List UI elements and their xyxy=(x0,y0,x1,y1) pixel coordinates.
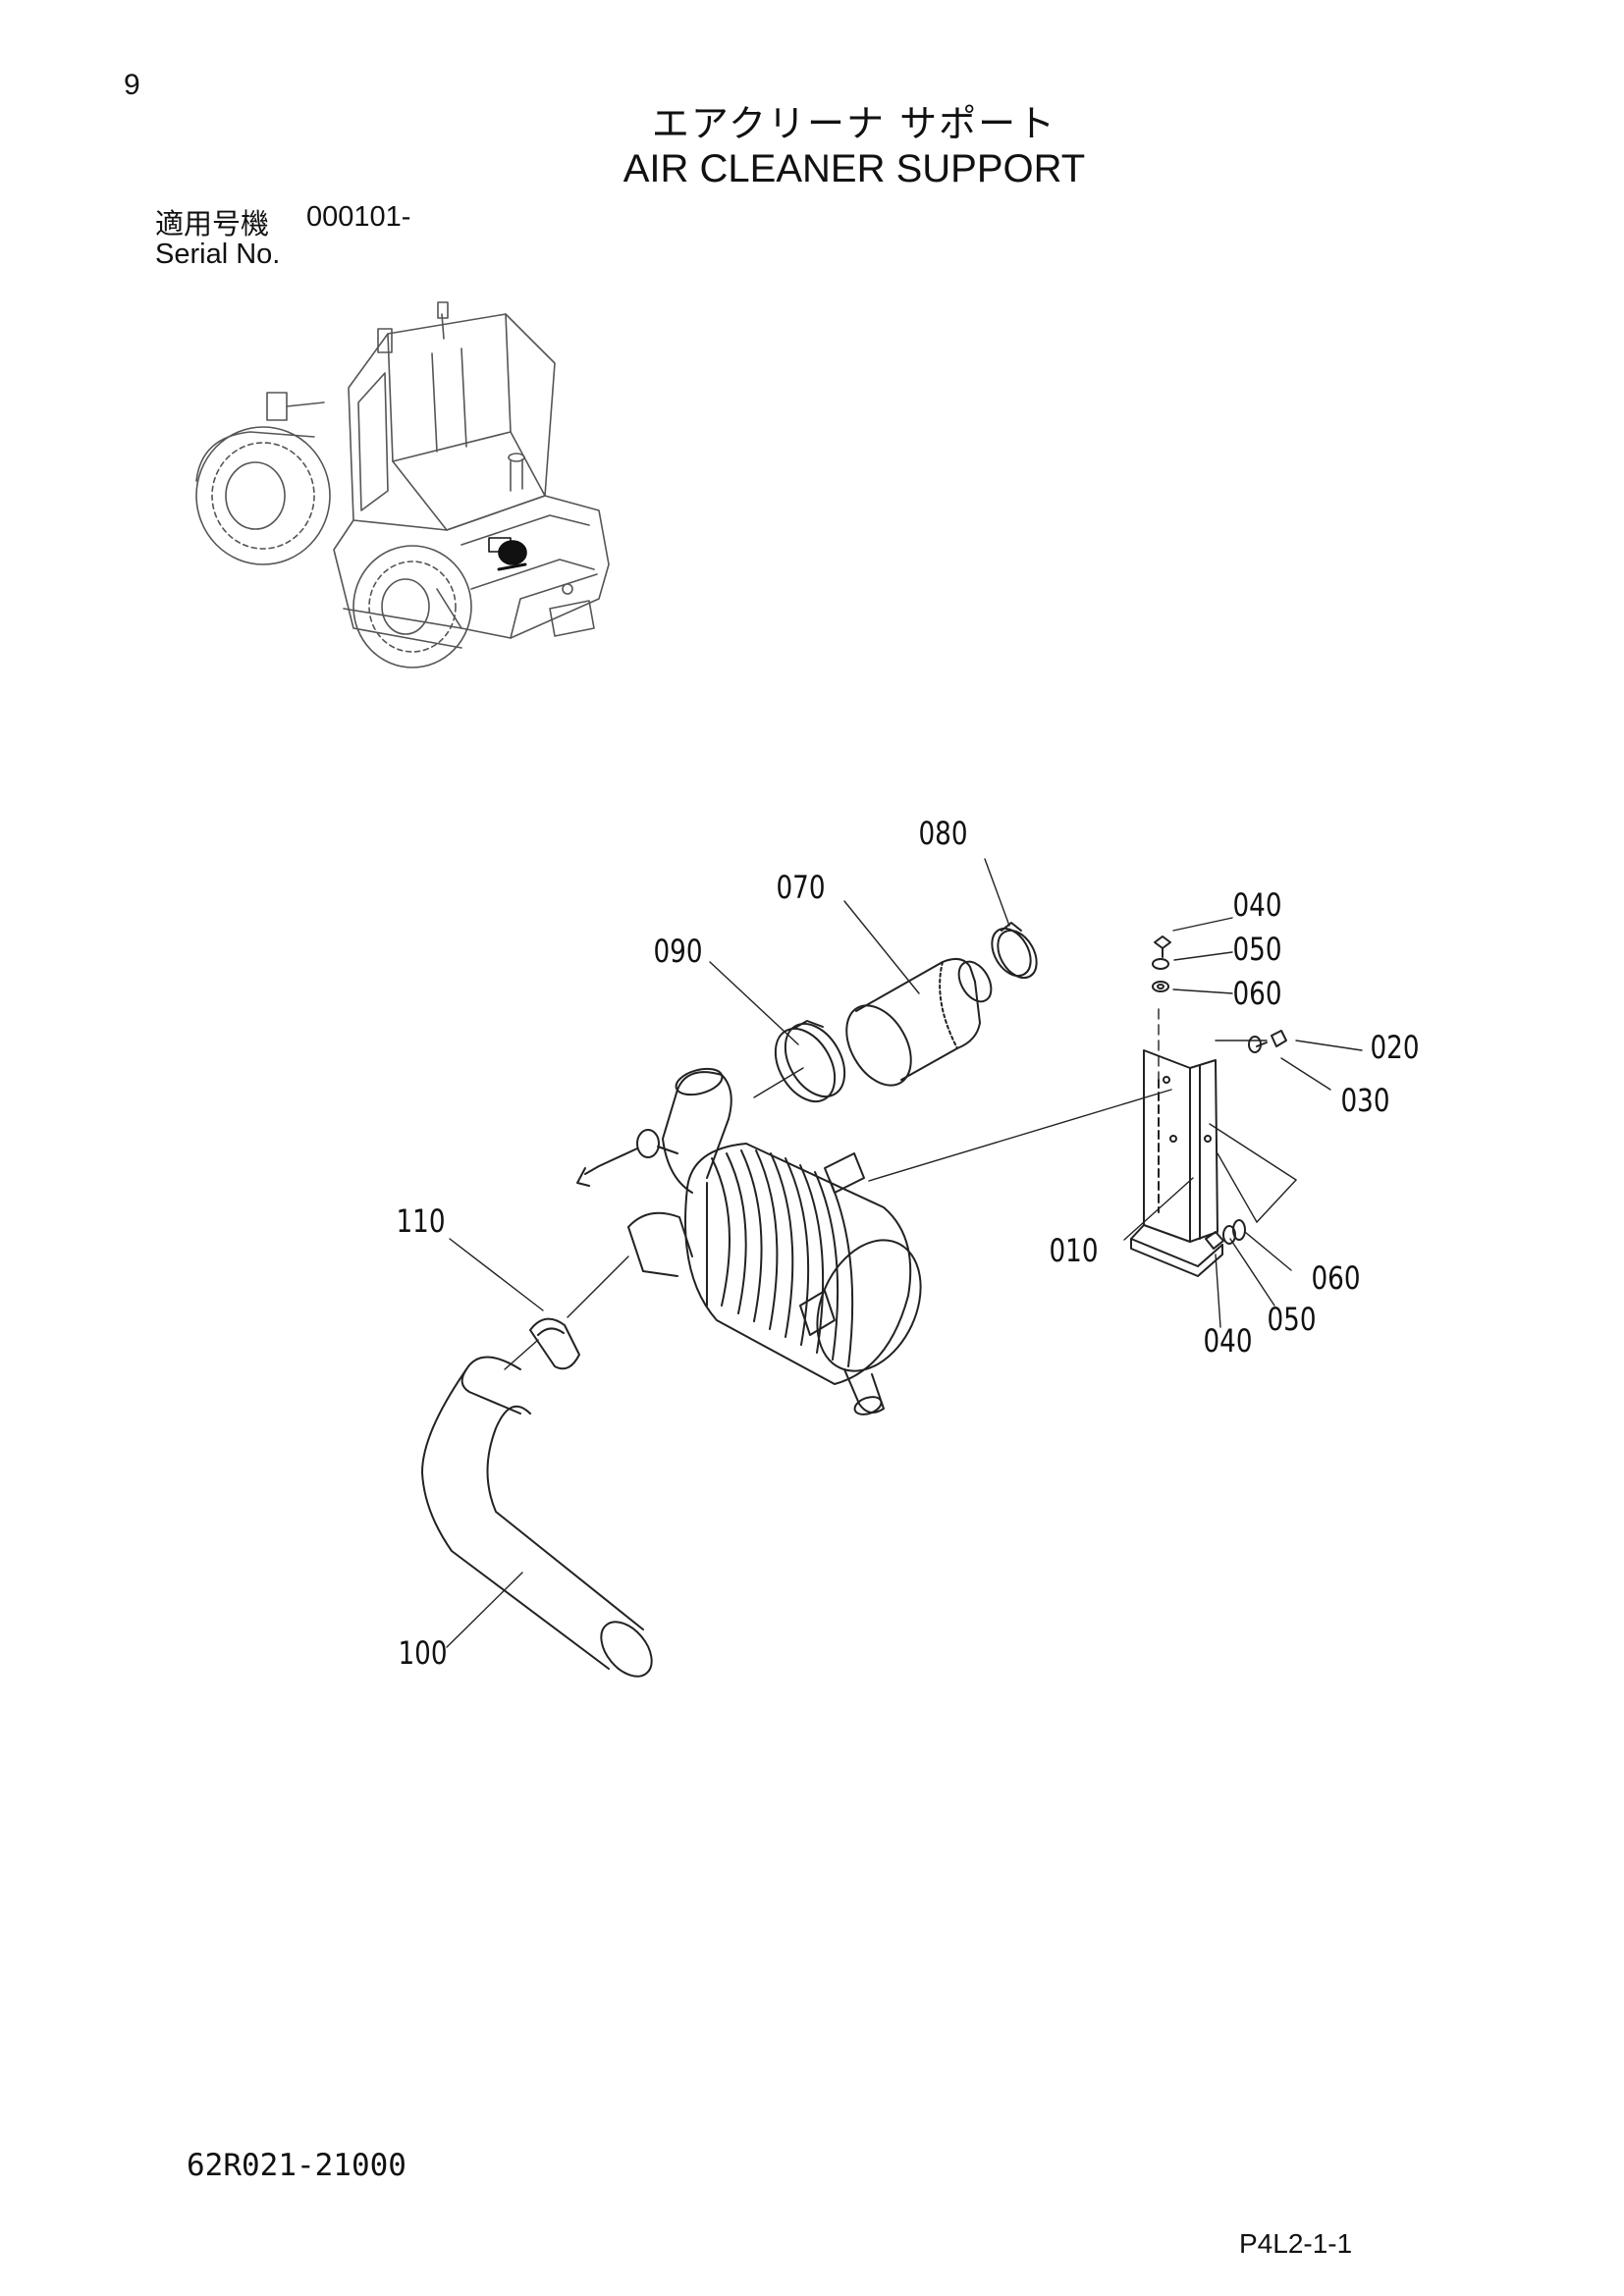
callout-050-upper: 050 xyxy=(1232,931,1281,967)
part-090-hose-clamp xyxy=(774,1020,846,1102)
page-number: 9 xyxy=(124,69,140,101)
title-english: AIR CLEANER SUPPORT xyxy=(623,147,1086,190)
callout-060-upper: 060 xyxy=(1232,975,1281,1011)
title-japanese: エアクリーナ サポート xyxy=(651,102,1057,145)
callout-labels: 080 070 090 040 050 060 020 030 010 060 … xyxy=(396,815,1419,1671)
wheel-loader-overview xyxy=(195,301,610,668)
part-110-hose-clamp xyxy=(529,1317,580,1370)
hardware-lower xyxy=(1205,1219,1246,1250)
callout-010: 010 xyxy=(1049,1232,1098,1268)
serial-number-value: 000101- xyxy=(306,201,411,233)
part-010-support-bracket xyxy=(1130,1049,1223,1277)
callout-110: 110 xyxy=(396,1202,445,1239)
callout-070: 070 xyxy=(776,869,825,905)
callout-080: 080 xyxy=(918,815,967,851)
leader-lines xyxy=(446,858,1363,1648)
callout-020: 020 xyxy=(1370,1029,1419,1065)
document-code: 62R021-21000 xyxy=(187,2148,406,2183)
callout-090: 090 xyxy=(653,933,702,969)
callout-100: 100 xyxy=(398,1634,447,1671)
air-cleaner-assembly xyxy=(576,1067,922,1415)
serial-label-english: Serial No. xyxy=(155,239,281,270)
page-code: P4L2-1-1 xyxy=(1239,2228,1353,2259)
callout-040-upper: 040 xyxy=(1232,886,1281,923)
callout-060-lower: 060 xyxy=(1311,1259,1360,1296)
callout-050-lower: 050 xyxy=(1267,1301,1316,1337)
part-070-intake-hose xyxy=(845,957,993,1087)
callout-040-lower: 040 xyxy=(1203,1322,1252,1359)
part-080-hose-clamp xyxy=(991,922,1038,980)
serial-label-japanese: 適用号機 xyxy=(155,207,270,240)
part-100-intake-pipe xyxy=(421,1356,653,1678)
callout-030: 030 xyxy=(1340,1082,1389,1118)
hardware-upper xyxy=(1152,935,1287,1053)
